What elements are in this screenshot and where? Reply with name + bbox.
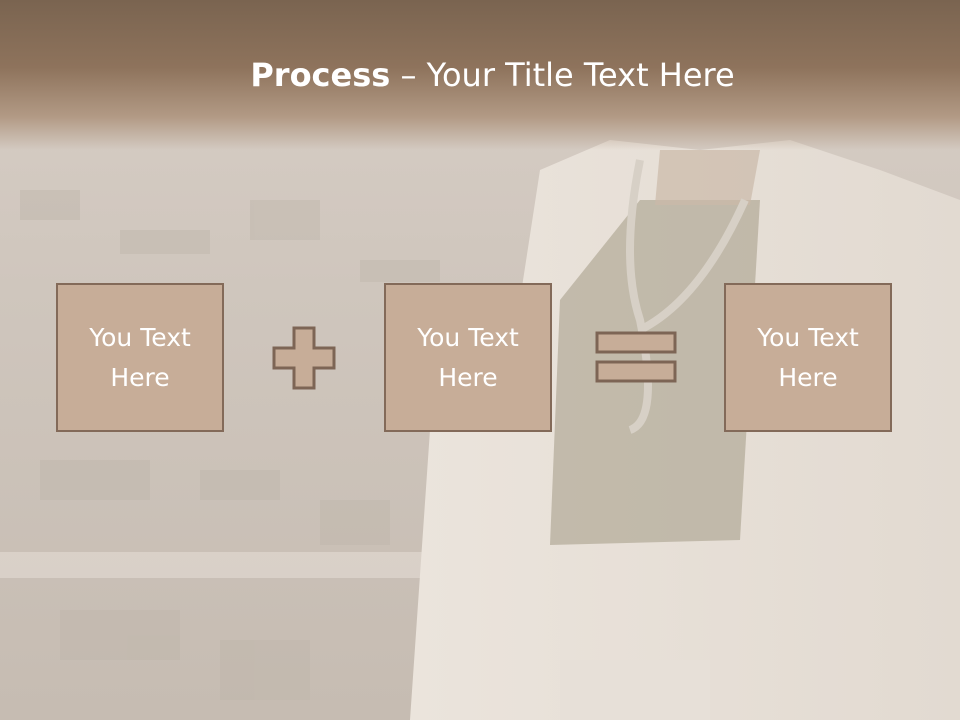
title-bold: Process — [250, 56, 391, 94]
process-box-3: You Text Here — [724, 283, 892, 432]
title-band — [0, 0, 960, 150]
process-box-label: You Text Here — [89, 322, 191, 392]
process-box-label: You Text Here — [417, 322, 519, 392]
process-box-2: You Text Here — [384, 283, 552, 432]
title-rest: – Your Title Text Here — [390, 56, 735, 94]
process-box-label: You Text Here — [757, 322, 859, 392]
equals-icon — [595, 331, 677, 383]
process-box-1: You Text Here — [56, 283, 224, 432]
page-title: Process – Your Title Text Here — [0, 52, 960, 98]
plus-icon — [272, 326, 336, 390]
